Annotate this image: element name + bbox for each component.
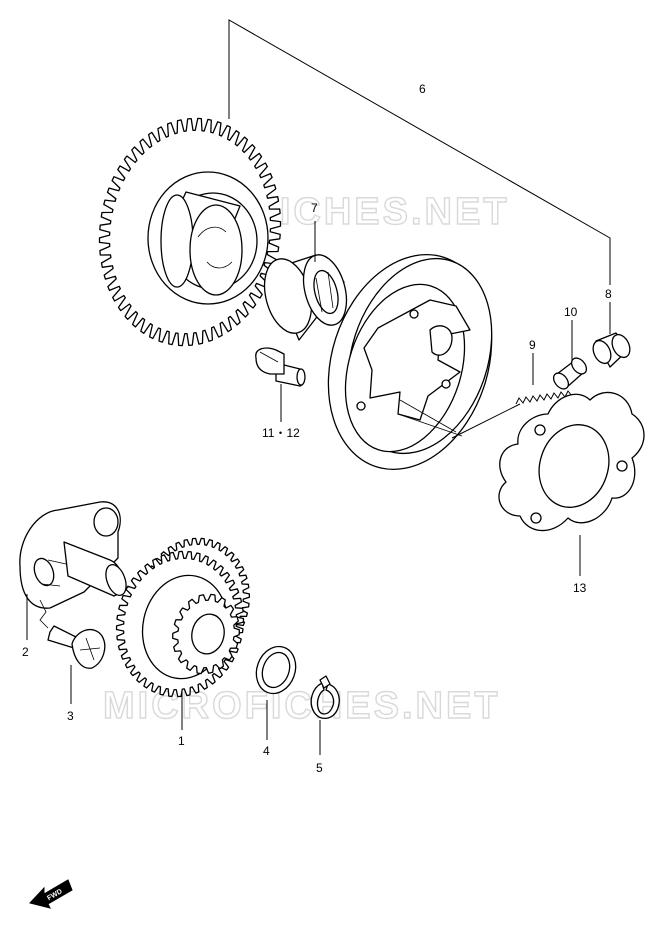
bracket-line-6 xyxy=(228,19,611,285)
fwd-arrow-icon: FWD xyxy=(29,879,73,909)
bolt-11-12 xyxy=(255,347,306,387)
starter-idler-gear-1 xyxy=(115,537,251,698)
washer-4 xyxy=(255,645,297,695)
spring-link-line xyxy=(451,403,521,439)
spring-9 xyxy=(515,390,573,405)
label-part-1: 1 xyxy=(178,734,185,748)
starter-driven-gear xyxy=(98,117,282,347)
idler-shaft-holder-2 xyxy=(19,501,127,629)
label-part-11-12: 11・12 xyxy=(262,426,300,440)
label-part-2: 2 xyxy=(22,645,29,659)
label-part-4: 4 xyxy=(263,744,270,758)
needle-bearing-7 xyxy=(263,254,348,341)
label-part-10: 10 xyxy=(564,305,578,319)
plate-13 xyxy=(498,391,645,532)
label-part-3: 3 xyxy=(67,709,74,723)
label-part-9: 9 xyxy=(529,338,536,352)
label-part-8: 8 xyxy=(605,287,612,301)
bolt-3 xyxy=(47,625,106,669)
label-part-13: 13 xyxy=(573,581,587,595)
label-part-6: 6 xyxy=(419,82,426,96)
label-part-7: 7 xyxy=(311,201,318,215)
starter-clutch-housing xyxy=(327,253,493,471)
circlip-5 xyxy=(310,675,340,719)
label-part-5: 5 xyxy=(316,761,323,775)
roller-8 xyxy=(592,332,631,368)
plunger-cap-10 xyxy=(552,357,588,390)
